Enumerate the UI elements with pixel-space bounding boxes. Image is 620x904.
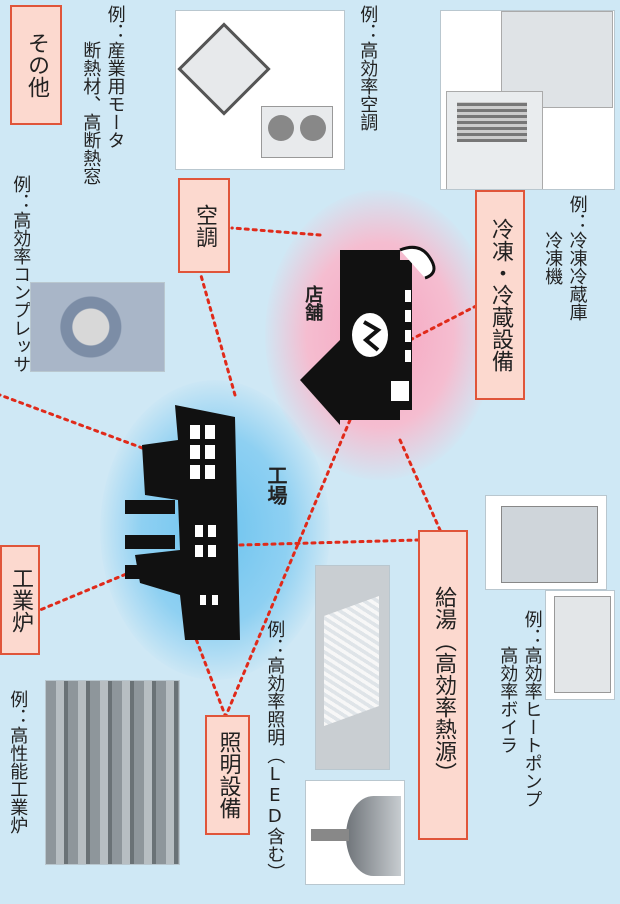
example-compressor: 例：高効率コンプレッサ xyxy=(10,175,32,373)
shop-label: 店舗 xyxy=(302,285,324,321)
connector-shop-aircon xyxy=(230,226,322,237)
example-hotwater: 例：高効率ヒートポンプ 高効率ボイラ xyxy=(497,610,543,808)
boiler-photo xyxy=(545,590,615,700)
connector-shop-hotwater xyxy=(398,438,442,532)
shop-icon xyxy=(300,245,436,425)
category-lighting: 照明設備 xyxy=(205,715,250,835)
connector-shop-lighting xyxy=(223,418,352,720)
factory-icon xyxy=(125,405,240,640)
category-other: その他 xyxy=(10,5,62,125)
led-panel xyxy=(324,595,379,727)
factory-label: 工場 xyxy=(264,465,288,505)
aircon-photo xyxy=(175,10,345,170)
example-refrigeration: 例：冷凍冷蔵庫 冷凍機 xyxy=(542,195,588,321)
connector-factory-furnace xyxy=(38,560,157,612)
connector-factory-aircon xyxy=(198,270,237,397)
example-furnace: 例：高性能工業炉 xyxy=(7,690,29,834)
category-hotwater: 給湯（高効率熱源） xyxy=(418,530,468,840)
lighting-photo xyxy=(315,565,390,770)
heatpump-photo xyxy=(485,495,607,590)
aircon-indoor-unit xyxy=(177,22,271,116)
compressor-photo xyxy=(30,282,165,372)
aircon-outdoor-unit xyxy=(261,106,333,158)
example-lighting: 例：高効率照明（LED含む） xyxy=(264,620,286,881)
highbay-lamp-photo xyxy=(305,780,405,885)
refrigeration-photo xyxy=(440,10,615,190)
furnace-photo xyxy=(45,680,180,865)
category-aircon: 空調 xyxy=(178,178,230,273)
connector-shop-refrigeration xyxy=(408,303,480,342)
example-other: 例：産業用モータ 断熱材、高断熱窓 xyxy=(80,5,126,185)
example-aircon: 例：高効率空調 xyxy=(357,5,379,131)
category-furnace: 工業炉 xyxy=(0,545,40,655)
category-refrigeration: 冷凍・冷蔵設備 xyxy=(475,190,525,400)
connector-factory-hotwater xyxy=(238,538,420,547)
